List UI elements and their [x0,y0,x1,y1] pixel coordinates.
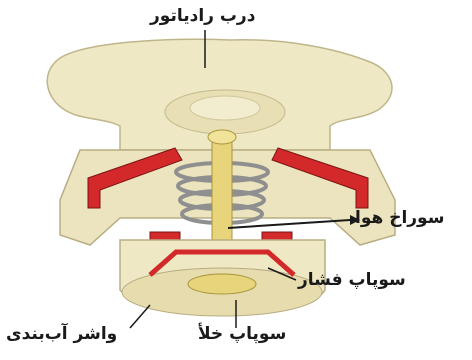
label-pressure-valve: سوپاپ فشار [298,272,406,289]
label-air-hole: سوراخ هوا [355,210,444,227]
leader-sealing-washer [130,305,150,328]
vacuum-valve-disc [188,274,256,294]
label-sealing-washer: واشر آب‌بندی [6,326,117,343]
label-vacuum-valve: سوپاپ خلأ [198,326,286,343]
label-radiator-cap: درب رادیاتور [150,8,255,25]
